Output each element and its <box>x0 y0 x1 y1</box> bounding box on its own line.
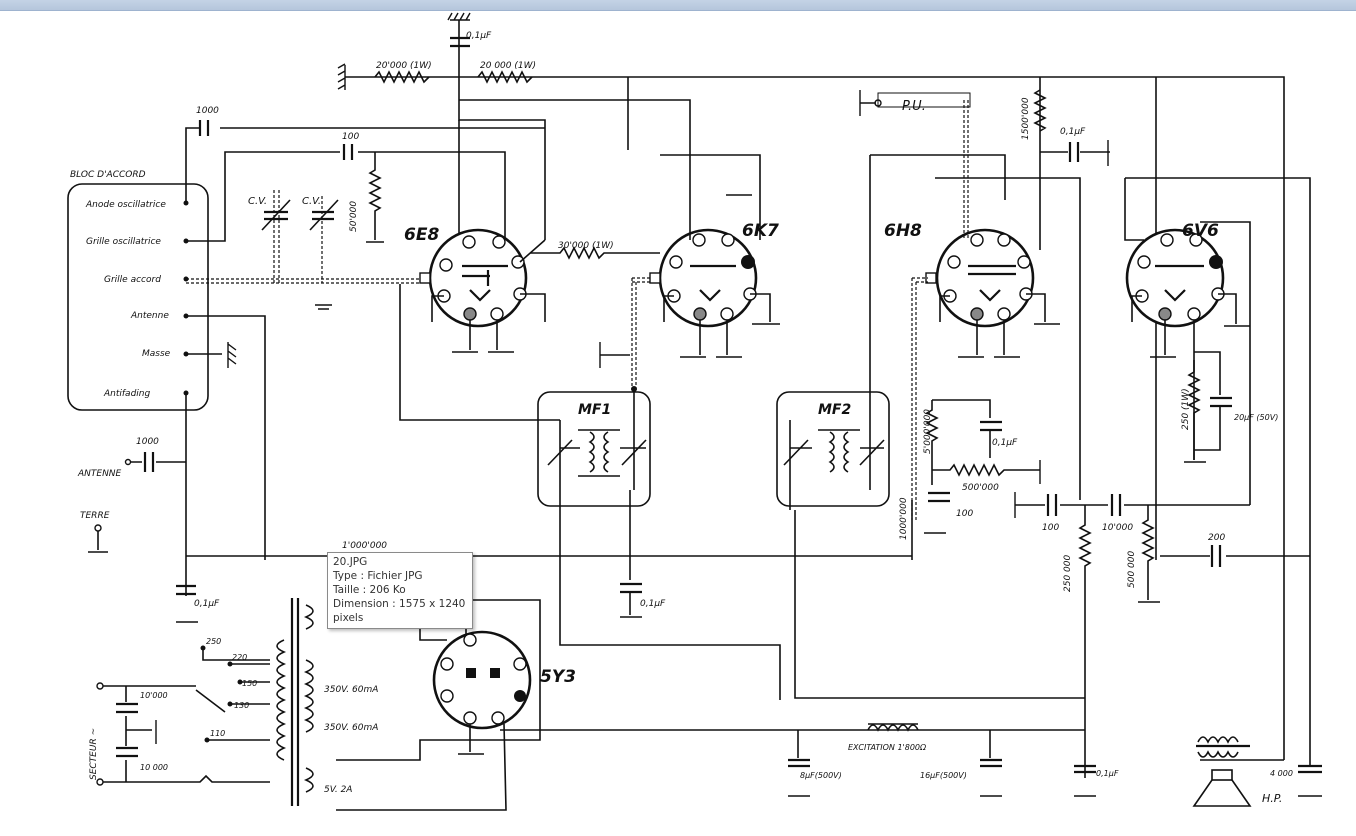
svg-text:250 000: 250 000 <box>1063 555 1073 592</box>
ground-top <box>447 12 471 21</box>
svg-text:1500'000: 1500'000 <box>1021 97 1031 140</box>
field-coil: EXCITATION 1'800Ω <box>848 723 927 752</box>
radio-schematic: 0,1μF 20'000 (1W) 20 000 (1W) BLOC D'ACC… <box>67 12 1322 811</box>
tube-6h8: 6H8 <box>884 221 1035 328</box>
svg-text:100: 100 <box>342 132 359 142</box>
svg-text:150: 150 <box>242 679 257 688</box>
antenna-label: ANTENNE <box>77 469 122 479</box>
svg-text:350V. 60mA: 350V. 60mA <box>324 685 378 695</box>
file-info-tooltip: 20.JPG Type : Fichier JPG Taille : 206 K… <box>327 552 473 629</box>
svg-text:5'000'000: 5'000'000 <box>923 409 933 454</box>
svg-text:0,1μF: 0,1μF <box>992 438 1018 448</box>
svg-text:30'000 (1W): 30'000 (1W) <box>558 241 614 251</box>
svg-text:5Y3: 5Y3 <box>540 667 576 687</box>
svg-text:C.V.: C.V. <box>248 196 267 207</box>
power-transformer: 350V. 60mA 350V. 60mA 5V. 2A <box>276 598 378 806</box>
svg-text:Anode oscillatrice: Anode oscillatrice <box>85 200 166 210</box>
svg-text:0,1μF: 0,1μF <box>1096 769 1119 778</box>
svg-text:500 000: 500 000 <box>1127 551 1137 588</box>
svg-text:Grille oscillatrice: Grille oscillatrice <box>86 237 161 247</box>
if-transformer-1 <box>537 391 651 507</box>
mains-label: SECTEUR ~ <box>89 728 99 780</box>
label-r-top-left: 20'000 (1W) <box>376 61 432 71</box>
svg-text:130: 130 <box>234 701 249 710</box>
svg-text:200: 200 <box>1208 533 1225 543</box>
tuning-block-box <box>67 183 209 411</box>
svg-text:0,1μF: 0,1μF <box>640 599 666 609</box>
svg-text:350V. 60mA: 350V. 60mA <box>324 723 378 733</box>
tooltip-size: Taille : 206 Ko <box>333 584 406 596</box>
ground-masse <box>227 342 237 368</box>
terre-label: TERRE <box>80 511 110 521</box>
svg-text:220: 220 <box>232 653 247 662</box>
svg-text:0,1μF: 0,1μF <box>1060 127 1086 137</box>
svg-text:20μF (50V): 20μF (50V) <box>1234 413 1278 422</box>
svg-text:EXCITATION 1'800Ω: EXCITATION 1'800Ω <box>848 743 927 752</box>
svg-text:16μF(500V): 16μF(500V) <box>920 771 967 780</box>
label-r-top-right: 20 000 (1W) <box>480 61 536 71</box>
tube-5y3: 5Y3 <box>432 630 576 730</box>
tooltip-dimension: Dimension : 1575 x 1240 <box>333 598 466 610</box>
svg-text:0,1μF: 0,1μF <box>194 599 220 609</box>
window-title-bar <box>0 0 1356 11</box>
svg-text:1000: 1000 <box>136 437 159 447</box>
svg-text:H.P.: H.P. <box>1262 792 1282 805</box>
svg-text:1000'000: 1000'000 <box>899 497 909 540</box>
tooltip-dimension-unit: pixels <box>333 612 364 624</box>
svg-text:100: 100 <box>1042 523 1059 533</box>
svg-text:6H8: 6H8 <box>884 221 922 241</box>
svg-text:8μF(500V): 8μF(500V) <box>800 771 842 780</box>
voltage-taps: 250 220 150 130 110 <box>195 637 270 743</box>
svg-text:Masse: Masse <box>142 349 171 359</box>
image-viewer-canvas[interactable]: 0,1μF 20'000 (1W) 20 000 (1W) BLOC D'ACC… <box>0 11 1356 836</box>
svg-text:1000: 1000 <box>196 106 219 116</box>
ground-top-left <box>337 63 346 90</box>
svg-text:Grille accord: Grille accord <box>104 275 161 285</box>
pickup-input: P.U. <box>859 90 971 116</box>
svg-text:100: 100 <box>956 509 973 519</box>
svg-text:250 (1W): 250 (1W) <box>1181 388 1191 430</box>
svg-text:5V. 2A: 5V. 2A <box>324 785 352 795</box>
svg-text:10'000: 10'000 <box>140 691 168 700</box>
svg-text:10'000: 10'000 <box>1102 523 1133 533</box>
tooltip-type: Type : Fichier JPG <box>333 570 423 582</box>
svg-text:C.V.: C.V. <box>302 196 321 207</box>
svg-text:MF2: MF2 <box>818 402 851 418</box>
tuning-block-title: BLOC D'ACCORD <box>70 170 146 180</box>
svg-text:500'000: 500'000 <box>962 483 999 493</box>
svg-text:Antifading: Antifading <box>103 389 150 399</box>
svg-text:10 000: 10 000 <box>140 763 168 772</box>
tooltip-filename: 20.JPG <box>333 556 368 568</box>
svg-text:110: 110 <box>210 729 225 738</box>
loudspeaker-icon: H.P. <box>1192 736 1282 807</box>
svg-text:6V6: 6V6 <box>1182 221 1219 241</box>
svg-text:50'000: 50'000 <box>349 201 359 232</box>
svg-text:Antenne: Antenne <box>130 311 169 321</box>
tube-6e8: 6E8 <box>404 225 528 328</box>
tube-6k7: 6K7 <box>649 221 779 328</box>
tube-6v6: 6V6 <box>1125 221 1225 328</box>
label-c-top: 0,1μF <box>466 31 492 41</box>
svg-text:6E8: 6E8 <box>404 225 439 245</box>
svg-text:4 000: 4 000 <box>1270 769 1293 778</box>
if-transformer-2 <box>776 391 890 507</box>
svg-text:250: 250 <box>206 637 221 646</box>
svg-text:MF1: MF1 <box>578 402 611 418</box>
svg-text:1'000'000: 1'000'000 <box>342 541 387 551</box>
tuning-terminals: Anode oscillatrice Grille oscillatrice G… <box>85 200 171 399</box>
svg-text:P.U.: P.U. <box>902 99 926 114</box>
